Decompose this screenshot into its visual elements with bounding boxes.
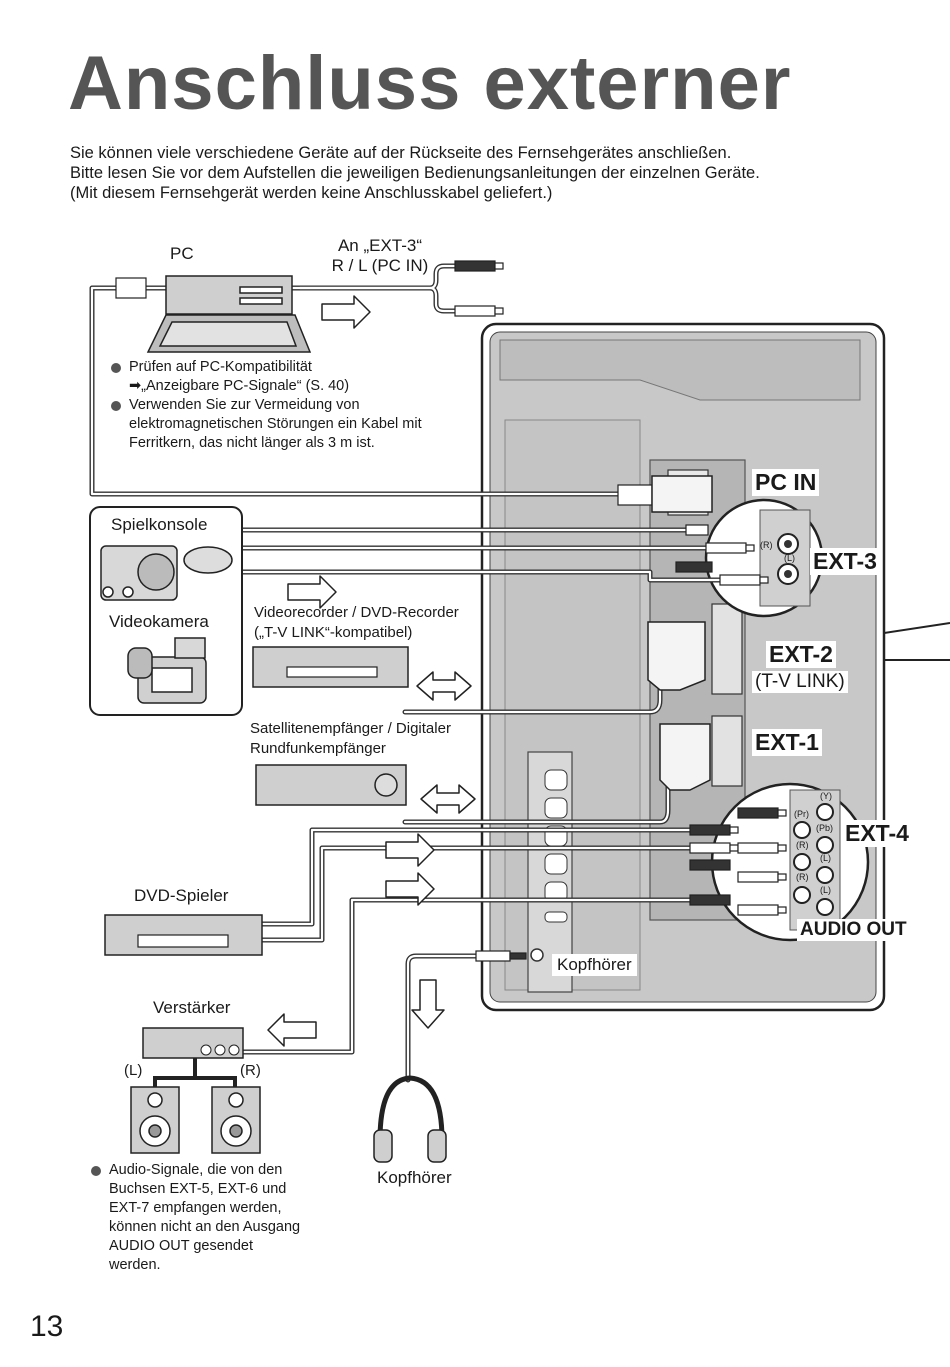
pc-note-2-line-1: Verwenden Sie zur Vermeidung von bbox=[111, 396, 471, 415]
intro-line-3: (Mit diesem Fernsehgerät werden keine An… bbox=[70, 184, 553, 202]
port-label-ext4: EXT-4 bbox=[842, 820, 912, 847]
port-label-audio-out: AUDIO OUT bbox=[797, 919, 910, 941]
port-label-ext2: EXT-2 bbox=[766, 641, 836, 668]
satellite-label-line-2: Rundfunkempfänger bbox=[250, 740, 386, 757]
headphones-port-label: Kopfhörer bbox=[552, 954, 637, 976]
ext4-jack-y-label: (Y) bbox=[820, 791, 832, 801]
audio-note-line-4: können nicht an den Ausgang bbox=[109, 1219, 301, 1235]
audio-note-line-3: EXT-7 empfangen werden, bbox=[109, 1200, 282, 1216]
vcr-label-line-2: („T-V LINK“-kompatibel) bbox=[254, 624, 413, 641]
amplifier-illustration bbox=[142, 1027, 244, 1059]
port-label-ext3: EXT-3 bbox=[810, 548, 880, 575]
vcr-label: Videorecorder / DVD-Recorder („T-V LINK“… bbox=[254, 603, 459, 643]
vcr-label-line-1: Videorecorder / DVD-Recorder bbox=[254, 604, 459, 621]
port-label-ext1: EXT-1 bbox=[752, 729, 822, 756]
intro-line-1: Sie können viele verschiedene Geräte auf… bbox=[70, 144, 732, 162]
video-camera-illustration bbox=[127, 637, 207, 704]
ext4-jack-r-label: (R) bbox=[796, 840, 809, 850]
satellite-label: Satellitenempfänger / Digitaler Rundfunk… bbox=[250, 719, 451, 759]
headphones-label: Kopfhörer bbox=[377, 1168, 452, 1187]
pc-note-2-line-3: Ferritkern, das nicht länger als 3 m ist… bbox=[129, 435, 375, 451]
pc-note-1: Prüfen auf PC-Kompatibilität bbox=[111, 358, 471, 377]
page-number: 13 bbox=[30, 1310, 64, 1343]
game-console-label: Spielkonsole bbox=[111, 515, 208, 534]
intro-line-2: Bitte lesen Sie vor dem Aufstellen die j… bbox=[70, 164, 760, 182]
audio-note-line-5: AUDIO OUT gesendet bbox=[109, 1238, 253, 1254]
pc-label: PC bbox=[170, 244, 194, 263]
satellite-label-line-1: Satellitenempfänger / Digitaler bbox=[250, 720, 451, 737]
audio-out-jack-r-label: (R) bbox=[796, 872, 809, 882]
game-console-illustration bbox=[100, 545, 233, 601]
dvd-player-label: DVD-Spieler bbox=[134, 886, 229, 905]
ext4-jack-l-label: (L) bbox=[820, 853, 831, 863]
audio-note-line-2: Buchsen EXT-5, EXT-6 und bbox=[109, 1181, 287, 1197]
ext3-jack-l-label: (L) bbox=[784, 553, 795, 563]
pc-cable-label-line-2: R / L (PC IN) bbox=[331, 256, 429, 275]
ext4-jack-pr-label: (Pr) bbox=[794, 809, 809, 819]
signal-arrows bbox=[267, 295, 476, 1047]
amplifier-label: Verstärker bbox=[153, 998, 231, 1017]
audio-note-line-1: Audio-Signale, die von den bbox=[91, 1161, 341, 1180]
headphones-illustration bbox=[373, 1075, 447, 1163]
ext3-jack-r-label: (R) bbox=[760, 540, 773, 550]
audio-note-line-6: werden. bbox=[109, 1257, 161, 1273]
audio-out-jack-l-label: (L) bbox=[820, 885, 831, 895]
ext4-jack-pb-label: (Pb) bbox=[816, 823, 834, 833]
audio-note: Audio-Signale, die von den Buchsen EXT-5… bbox=[91, 1161, 341, 1275]
video-camera-label: Videokamera bbox=[109, 612, 209, 631]
pc-notes: Prüfen auf PC-Kompatibilität ➡„Anzeigbar… bbox=[111, 358, 471, 453]
pc-cable-label-line-1: An „EXT-3“ bbox=[337, 236, 423, 255]
port-label-ext2-sub: (T-V LINK) bbox=[752, 671, 848, 693]
amplifier-right-label: (R) bbox=[240, 1062, 261, 1079]
pc-note-1-ref: ➡„Anzeigbare PC-Signale“ (S. 40) bbox=[129, 378, 350, 394]
pc-note-2-line-2: elektromagnetischen Störungen ein Kabel … bbox=[129, 416, 422, 432]
intro-text: Sie können viele verschiedene Geräte auf… bbox=[70, 143, 870, 203]
pc-cable-label: An „EXT-3“ R / L (PC IN) bbox=[300, 236, 460, 276]
pc-illustration bbox=[146, 275, 312, 353]
speaker-illustrations bbox=[130, 1086, 261, 1154]
page-title: Anschluss externer bbox=[68, 41, 792, 126]
amplifier-left-label: (L) bbox=[124, 1062, 143, 1079]
port-label-pc-in: PC IN bbox=[752, 469, 820, 496]
